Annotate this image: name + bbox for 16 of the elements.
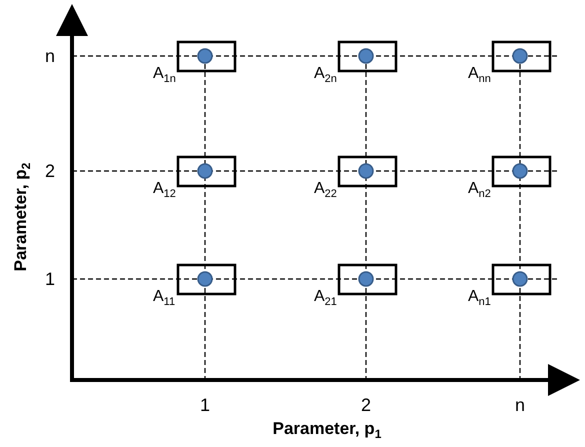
point-label: A$_{12}$ [153,181,176,200]
axis-title: Parameter, p$_{1}$ [272,420,382,440]
tick-label: 1 [200,396,210,414]
tick-label: n [515,396,525,414]
point-label: A$_{11}$ [153,289,176,308]
tick-label: 2 [45,162,55,180]
tick-label: 2 [361,396,371,414]
point-label: A$_{n1}$ [468,289,491,308]
point-label: A$_{2n}$ [314,66,337,86]
point-label: A$_{n2}$ [468,181,491,200]
tick-label: n [45,47,55,65]
point-label: A$_{nn}$ [468,66,491,86]
point-label: A$_{21}$ [314,289,337,308]
point-label: A$_{22}$ [314,181,337,200]
point-label: A$_{1n}$ [153,66,176,86]
tick-label: 1 [45,270,55,288]
